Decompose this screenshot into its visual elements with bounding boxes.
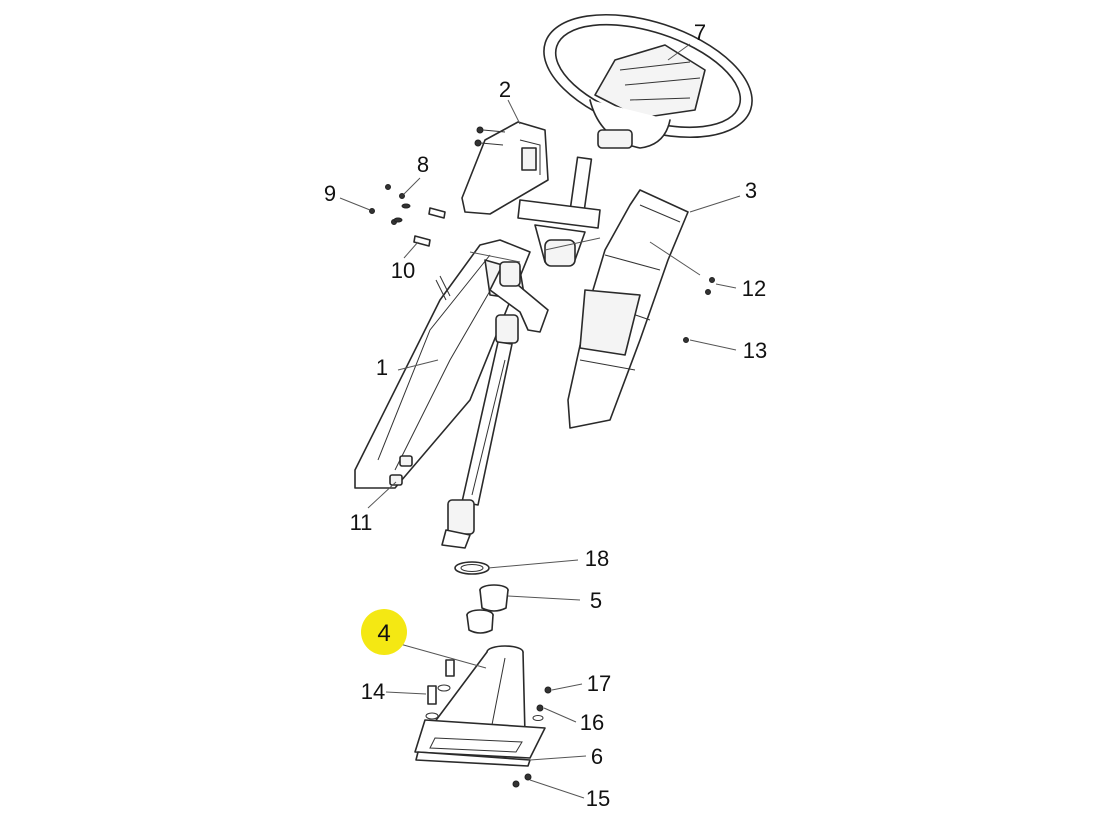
callout-label-13[interactable]: 13	[743, 338, 767, 363]
part-lower-shaft	[441, 314, 519, 549]
callout-label-14[interactable]: 14	[361, 679, 385, 704]
callout-labels: 1 2 3 5 6 7 8 9 10 11 12 13 14 15 16 17 …	[324, 20, 767, 811]
callout-label-8[interactable]: 8	[417, 152, 429, 177]
highlight-circle	[361, 609, 407, 655]
callout-label-7[interactable]: 7	[694, 20, 706, 45]
leader-lines	[339, 43, 741, 799]
part-upper-shaft	[517, 156, 601, 267]
callout-label-3[interactable]: 3	[745, 178, 757, 203]
callout-label-1[interactable]: 1	[376, 355, 388, 380]
callout-label-2[interactable]: 2	[499, 77, 511, 102]
callout-label-5[interactable]: 5	[590, 588, 602, 613]
callout-label-12[interactable]: 12	[742, 276, 766, 301]
callout-label-18[interactable]: 18	[585, 546, 609, 571]
callout-label-10[interactable]: 10	[391, 258, 415, 283]
fasteners	[369, 184, 715, 788]
part-steering-wheel	[543, 13, 753, 149]
part-bushing	[466, 584, 509, 634]
part-side-cover	[567, 189, 689, 429]
part-tilt-lever	[489, 261, 549, 333]
callout-label-9[interactable]: 9	[324, 181, 336, 206]
callout-label-4: 4	[377, 620, 390, 647]
part-ring	[454, 561, 490, 575]
callout-label-11[interactable]: 11	[350, 510, 373, 535]
highlighted-callout[interactable]: 4	[361, 609, 407, 655]
callout-label-16[interactable]: 16	[580, 710, 604, 735]
part-base-plate	[414, 719, 546, 767]
callout-label-17[interactable]: 17	[587, 671, 611, 696]
callout-label-15[interactable]: 15	[586, 786, 610, 811]
callout-label-6[interactable]: 6	[591, 744, 603, 769]
part-upper-cover	[461, 121, 549, 215]
